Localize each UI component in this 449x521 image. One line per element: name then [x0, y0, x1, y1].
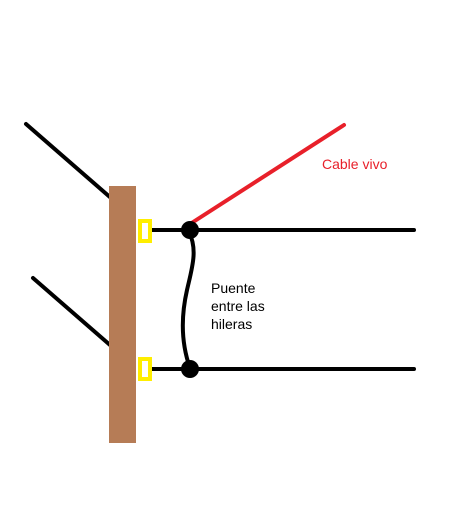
wooden-post: [109, 186, 136, 443]
upper-connection-node: [181, 221, 199, 239]
live-wire-label: Cable vivo: [322, 156, 388, 172]
bridge-label-line-2: entre las: [211, 298, 265, 314]
bridge-wire: [180, 230, 196, 370]
live-wire: [188, 123, 346, 226]
lower-guy-wire: [31, 276, 112, 347]
lower-connection-node: [181, 360, 199, 378]
bridge-label-line-1: Puente: [211, 280, 256, 296]
upper-insulator-hole: [142, 223, 148, 239]
lower-insulator-hole: [142, 361, 148, 377]
bridge-label-line-3: hileras: [211, 316, 253, 332]
upper-guy-wire: [24, 122, 113, 200]
